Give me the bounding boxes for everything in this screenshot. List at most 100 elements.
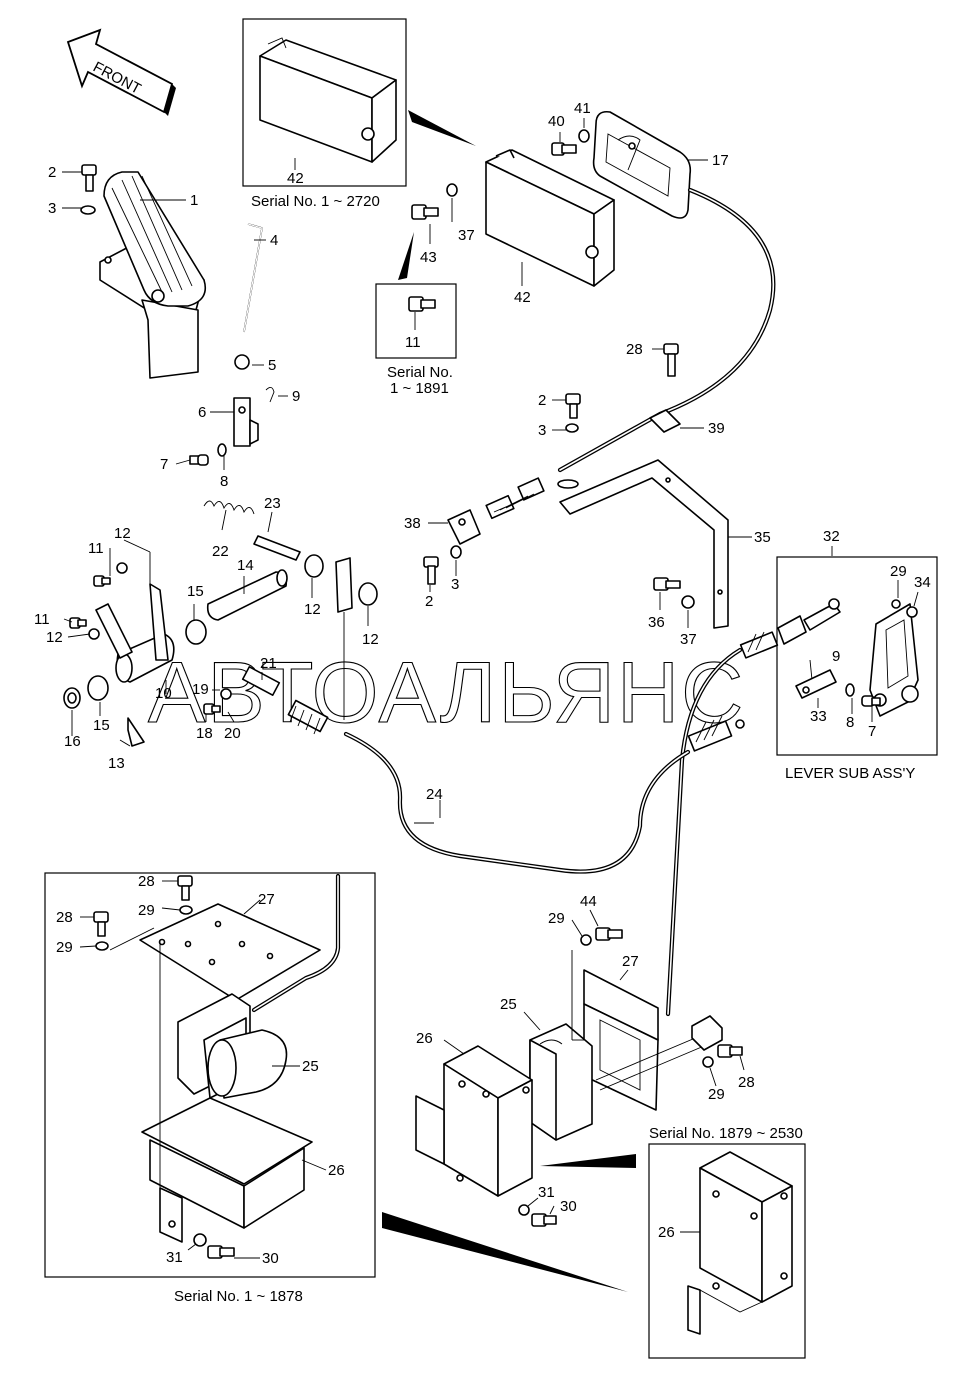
spring-22 <box>203 500 255 515</box>
callout-42: 42 <box>514 289 531 306</box>
callout-2: 2 <box>425 593 433 610</box>
tray-26a <box>141 1097 313 1243</box>
callout-16: 16 <box>64 733 81 750</box>
callout-27: 27 <box>258 891 275 908</box>
cable-end-21 <box>220 666 329 735</box>
callout-12: 12 <box>114 525 131 542</box>
pointer-wedge-4 <box>382 1212 628 1292</box>
bolt-28d <box>717 1044 743 1058</box>
callout-35: 35 <box>754 529 771 546</box>
callout-34: 34 <box>914 574 931 591</box>
bolt-28b <box>177 875 193 901</box>
callout-41: 41 <box>574 100 591 117</box>
bolt-28c <box>93 911 109 937</box>
callout-18: 18 <box>196 725 213 742</box>
callout-28: 28 <box>56 909 73 926</box>
callout-24: 24 <box>426 786 443 803</box>
callout-29: 29 <box>708 1086 725 1103</box>
actuator-25a <box>177 993 288 1099</box>
callout-29: 29 <box>138 902 155 919</box>
cable-24 <box>343 731 691 874</box>
bolt-36 <box>653 577 681 591</box>
box-26c <box>687 1151 793 1335</box>
callout-2: 2 <box>538 392 546 409</box>
callout-1: 1 <box>190 192 198 209</box>
accelerator-pedal <box>99 171 207 379</box>
washer-29d <box>580 934 592 946</box>
callout-25: 25 <box>500 996 517 1013</box>
callout-10: 10 <box>155 685 172 702</box>
callout-7: 7 <box>160 456 168 473</box>
callout-5: 5 <box>268 357 276 374</box>
bracket-42 <box>485 149 615 287</box>
caption-serial-2720: Serial No. 1 ~ 2720 <box>251 193 380 210</box>
callout-numbers: 2 3 1 4 5 6 7 8 9 42 43 37 11 42 40 41 1… <box>34 100 931 1267</box>
actuator-25b <box>529 1023 593 1141</box>
callout-12: 12 <box>362 631 379 648</box>
callout-3: 3 <box>48 200 56 217</box>
bushing-12b <box>358 582 378 606</box>
callout-11: 11 <box>34 611 50 628</box>
callout-9: 9 <box>292 388 300 405</box>
callout-3: 3 <box>451 576 459 593</box>
callout-21: 21 <box>260 655 277 672</box>
bolt-2b <box>565 393 581 419</box>
washer-31a <box>193 1233 207 1247</box>
callout-30: 30 <box>560 1198 577 1215</box>
callout-20: 20 <box>224 725 241 742</box>
callout-15: 15 <box>93 717 110 734</box>
inset-serial-1891 <box>375 283 457 359</box>
washer-31b <box>518 1204 530 1216</box>
bolt-2a <box>81 164 97 192</box>
callout-28: 28 <box>738 1074 755 1091</box>
callout-13: 13 <box>108 755 125 772</box>
callout-25: 25 <box>302 1058 319 1075</box>
bolt-7a <box>189 454 209 466</box>
callout-26: 26 <box>416 1030 433 1047</box>
washer-3b <box>565 423 579 433</box>
connector-harness <box>595 1015 723 1091</box>
bolt-11b <box>93 575 111 587</box>
callout-43: 43 <box>420 249 437 266</box>
cable-end-38 <box>447 477 545 545</box>
callout-42: 42 <box>287 170 304 187</box>
bolt-44 <box>595 927 623 941</box>
pointer-wedge-3 <box>540 1154 636 1168</box>
bushing-12a <box>304 554 324 578</box>
washer-29e <box>702 1056 714 1068</box>
rod-14 <box>206 569 288 621</box>
adjuster-upper <box>739 631 779 659</box>
cotter-pin-9a <box>265 387 275 403</box>
inset-serial-1879-2530 <box>648 1143 806 1359</box>
pin-9b <box>809 659 813 681</box>
caption-serial-1879-2530: Serial No. 1879 ~ 2530 <box>649 1125 803 1142</box>
bracket-17 <box>592 110 692 219</box>
callout-8: 8 <box>220 473 228 490</box>
washer-8a <box>217 443 227 457</box>
bolt-30a <box>207 1245 235 1259</box>
callout-23: 23 <box>264 495 281 512</box>
clevis-6 <box>233 397 259 447</box>
callout-15: 15 <box>187 583 204 600</box>
cable-end-upper <box>777 598 841 645</box>
callout-9: 9 <box>832 648 840 665</box>
washer-37a <box>446 183 458 197</box>
inset-serial-2720 <box>242 18 407 187</box>
callout-28: 28 <box>626 341 643 358</box>
callout-11: 11 <box>88 540 104 557</box>
callout-38: 38 <box>404 515 421 532</box>
clevis-33 <box>795 669 837 699</box>
bolt-11-inset <box>408 296 436 312</box>
bolt-43 <box>411 204 439 220</box>
washer-29b <box>179 905 193 915</box>
pointer-wedge-1 <box>408 110 476 146</box>
watermark: АВТОАЛЬЯНС <box>148 645 745 741</box>
callout-39: 39 <box>708 420 725 437</box>
pointer-wedge-2 <box>398 232 414 280</box>
washer-29c <box>95 941 109 951</box>
caption-lever-sub-assy: LEVER SUB ASS'Y <box>785 765 915 782</box>
washer-41 <box>578 129 590 143</box>
washer-3a <box>80 205 96 215</box>
bolt-2c <box>423 556 439 585</box>
callout-29: 29 <box>890 563 907 580</box>
